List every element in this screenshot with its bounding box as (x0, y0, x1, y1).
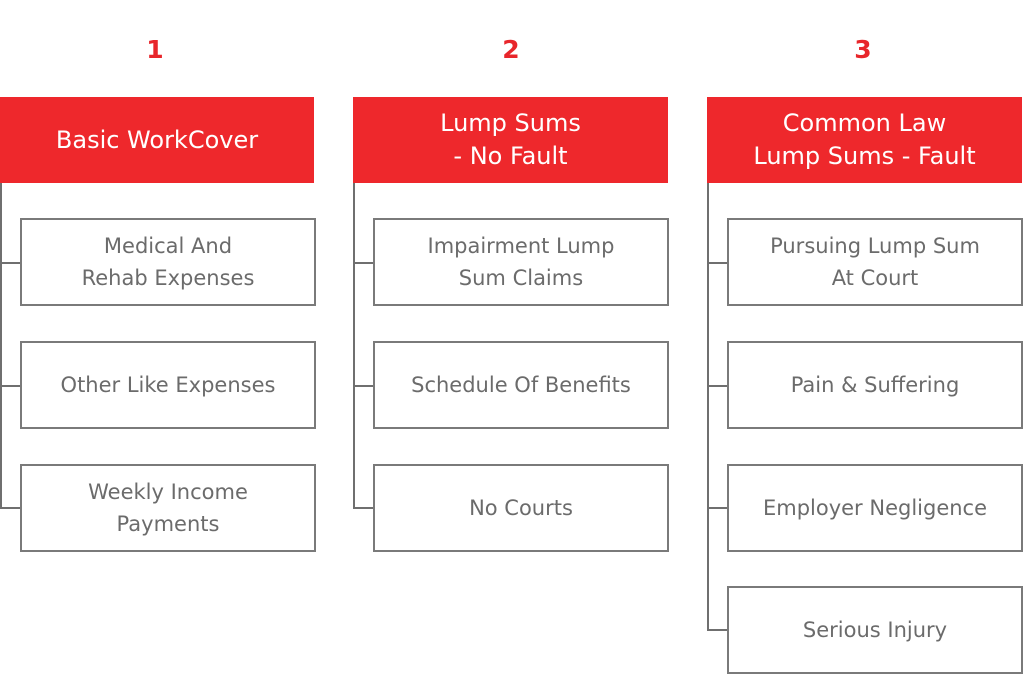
item-box: No Courts (373, 464, 669, 552)
column-2: 2 Lump Sums - No Fault Impairment Lump S… (353, 0, 673, 676)
item-box: Other Like Expenses (20, 341, 316, 429)
item-box: Pain & Suffering (727, 341, 1023, 429)
item-box: Pursuing Lump Sum At Court (727, 218, 1023, 306)
connector-branch (353, 262, 373, 264)
connector-branch (0, 262, 20, 264)
column-header: Basic WorkCover (0, 97, 314, 183)
column-number: 1 (146, 35, 164, 64)
column-1: 1 Basic WorkCover Medical And Rehab Expe… (0, 0, 320, 676)
item-box: Medical And Rehab Expenses (20, 218, 316, 306)
item-box: Schedule Of Benefits (373, 341, 669, 429)
column-header: Lump Sums - No Fault (353, 97, 668, 183)
connector-vertical (0, 183, 2, 509)
item-box: Employer Negligence (727, 464, 1023, 552)
connector-vertical (707, 183, 709, 631)
item-box: Weekly Income Payments (20, 464, 316, 552)
column-number: 2 (502, 35, 520, 64)
connector-branch (707, 507, 727, 509)
item-box: Impairment Lump Sum Claims (373, 218, 669, 306)
connector-branch (353, 507, 373, 509)
column-number: 3 (854, 35, 872, 64)
connector-vertical (353, 183, 355, 509)
connector-branch (0, 507, 20, 509)
column-3: 3 Common Law Lump Sums - Fault Pursuing … (707, 0, 1024, 676)
connector-branch (707, 629, 727, 631)
connector-branch (707, 262, 727, 264)
connector-branch (707, 385, 727, 387)
connector-branch (0, 385, 20, 387)
item-box: Serious Injury (727, 586, 1023, 674)
column-header: Common Law Lump Sums - Fault (707, 97, 1022, 183)
connector-branch (353, 385, 373, 387)
